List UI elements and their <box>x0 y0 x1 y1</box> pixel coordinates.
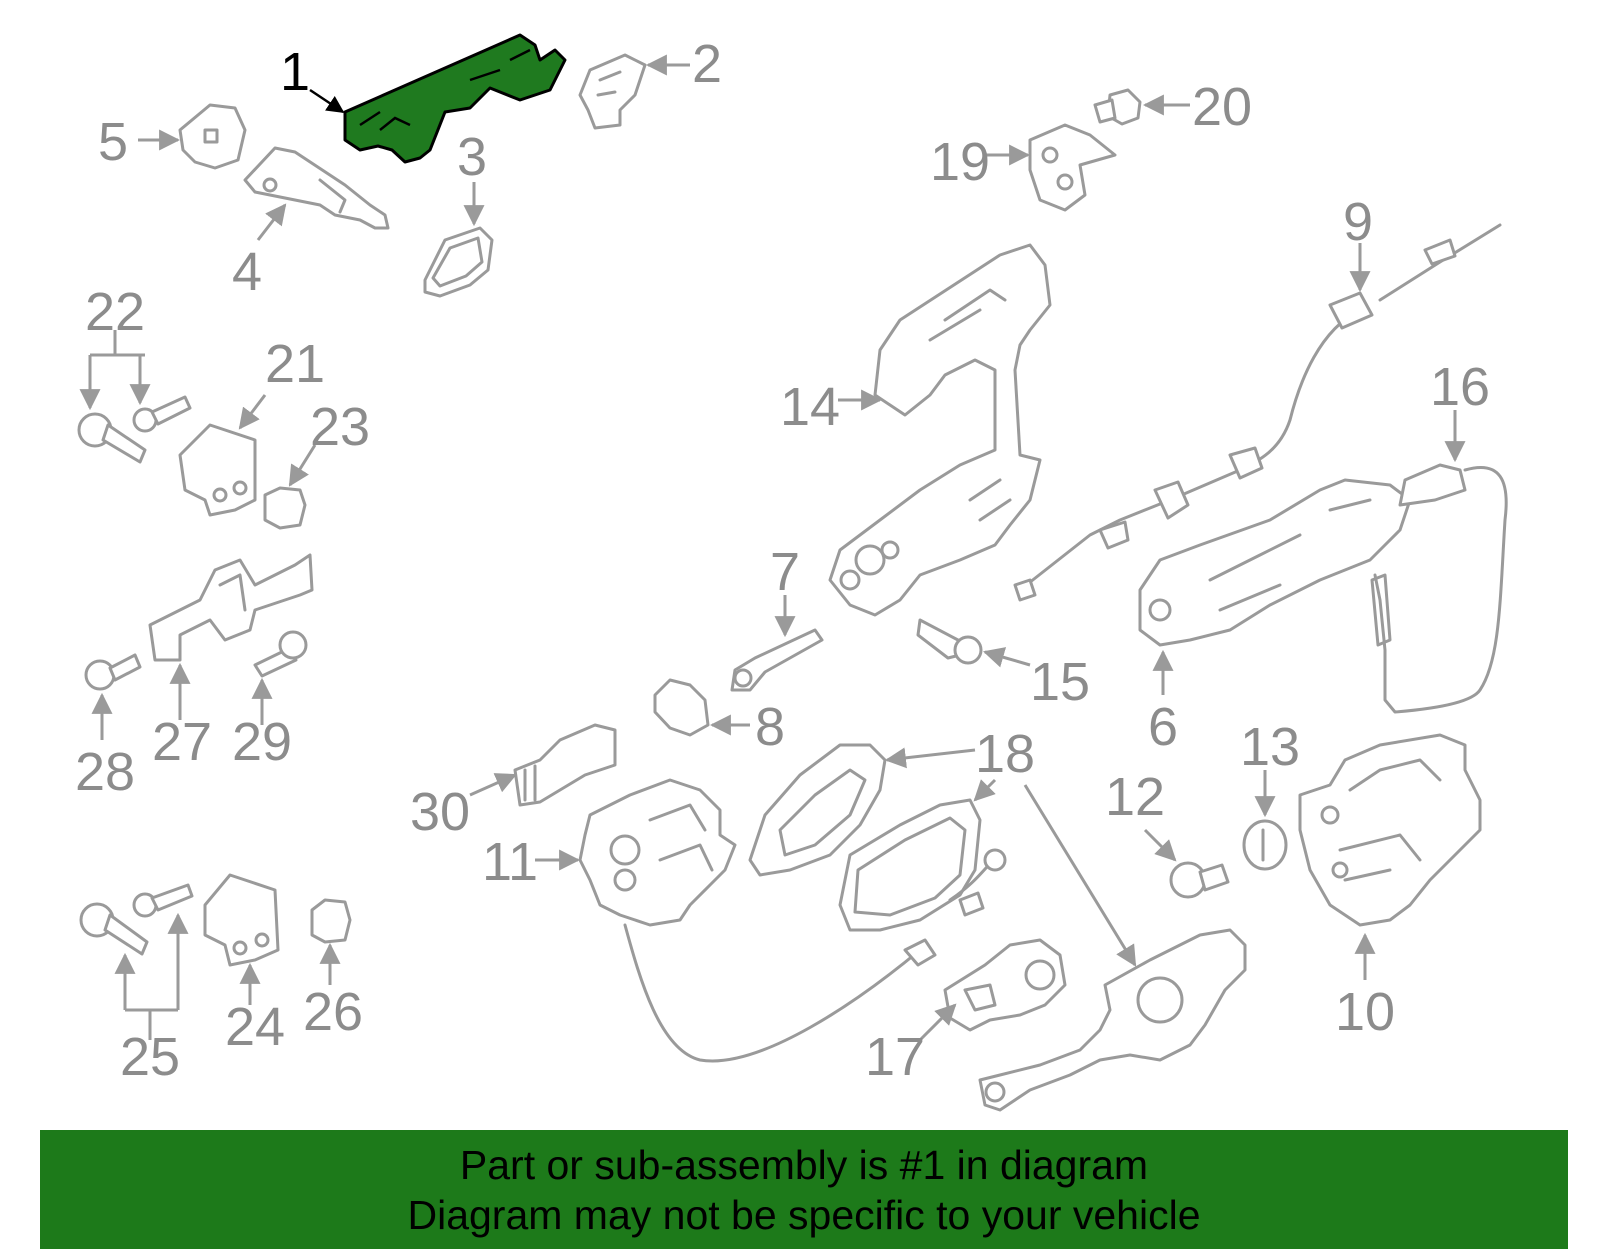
callout-9: 9 <box>1343 192 1373 252</box>
callout-25: 25 <box>120 1027 180 1087</box>
part-8-cap <box>653 678 710 737</box>
part-30-connector <box>513 723 617 807</box>
part-5-cap <box>178 103 247 170</box>
leader-4 <box>256 203 287 241</box>
part-24-bracket <box>203 873 280 967</box>
part-17-motor <box>943 938 1067 1032</box>
part-13-plug <box>1242 819 1288 871</box>
part-27-door-check <box>148 553 314 662</box>
callout-17: 17 <box>865 1027 925 1087</box>
part-25-screws <box>79 883 194 956</box>
leader-25 <box>123 940 180 1040</box>
callout-14: 14 <box>780 377 840 437</box>
leader-17 <box>918 1003 957 1042</box>
part-10-latch <box>1298 733 1482 927</box>
part-3-gasket <box>423 226 494 298</box>
callout-29: 29 <box>232 712 292 772</box>
callout-8: 8 <box>755 697 785 757</box>
part-23-bumper <box>263 486 307 530</box>
banner-line-2: Diagram may not be specific to your vehi… <box>407 1192 1201 1238</box>
callout-30: 30 <box>410 782 470 842</box>
callout-28: 28 <box>75 742 135 802</box>
part-7-bolt <box>730 628 824 692</box>
callout-4: 4 <box>232 242 262 302</box>
part-22-screws <box>77 395 192 464</box>
leader-15 <box>982 647 1031 668</box>
part-28-bolt <box>84 653 142 691</box>
part-21-bracket <box>178 423 257 517</box>
part-11-latch <box>578 778 937 1063</box>
leader-30 <box>469 773 517 797</box>
callout-7: 7 <box>770 542 800 602</box>
callout-19: 19 <box>930 132 990 192</box>
callout-3: 3 <box>457 127 487 187</box>
callout-27: 27 <box>152 712 212 772</box>
part-20-bolt <box>1093 88 1142 126</box>
part-26-bumper <box>310 898 352 944</box>
callout-15: 15 <box>1030 652 1090 712</box>
callout-10: 10 <box>1335 982 1395 1042</box>
leader-1 <box>309 88 345 114</box>
leader-18a <box>884 747 976 769</box>
callout-23: 23 <box>310 397 370 457</box>
callout-24: 24 <box>225 997 285 1057</box>
part-16-cable <box>1370 463 1508 714</box>
leader-21 <box>238 394 267 430</box>
callout-12: 12 <box>1105 767 1165 827</box>
part-19-striker <box>1028 123 1117 212</box>
part-1-door-handle[interactable] <box>343 33 567 164</box>
leader-18b <box>973 778 997 802</box>
callout-11: 11 <box>482 832 538 892</box>
callout-6: 6 <box>1148 697 1178 757</box>
leader-23 <box>288 444 317 487</box>
leader-22 <box>88 330 145 405</box>
callout-18: 18 <box>975 724 1035 784</box>
callout-20: 20 <box>1192 77 1252 137</box>
callout-21: 21 <box>265 334 325 394</box>
callout-16: 16 <box>1430 357 1490 417</box>
callout-13: 13 <box>1240 717 1300 777</box>
callout-26: 26 <box>303 982 363 1042</box>
part-18-lower-assembly <box>978 928 1247 1112</box>
callout-5: 5 <box>98 112 128 172</box>
part-9-cable <box>1013 223 1502 602</box>
part-2-bracket <box>578 53 647 130</box>
part-18-cover-and-seal <box>748 743 1007 932</box>
callout-2: 2 <box>692 34 722 94</box>
part-29-screw <box>253 630 308 678</box>
part-12-bolt <box>1169 861 1230 899</box>
part-6-handle-carrier <box>1138 478 1412 647</box>
leader-12 <box>1143 828 1177 862</box>
leader-18c <box>1023 784 1137 967</box>
part-14-inner-frame <box>828 243 1052 617</box>
banner-line-1: Part or sub-assembly is #1 in diagram <box>459 1142 1149 1188</box>
callout-1: 1 <box>280 42 310 102</box>
part-4-lock-cylinder <box>243 146 390 230</box>
callout-22: 22 <box>85 282 145 342</box>
part-15-screw <box>916 618 983 665</box>
info-banner: Part or sub-assembly is #1 in diagram Di… <box>40 1130 1568 1249</box>
